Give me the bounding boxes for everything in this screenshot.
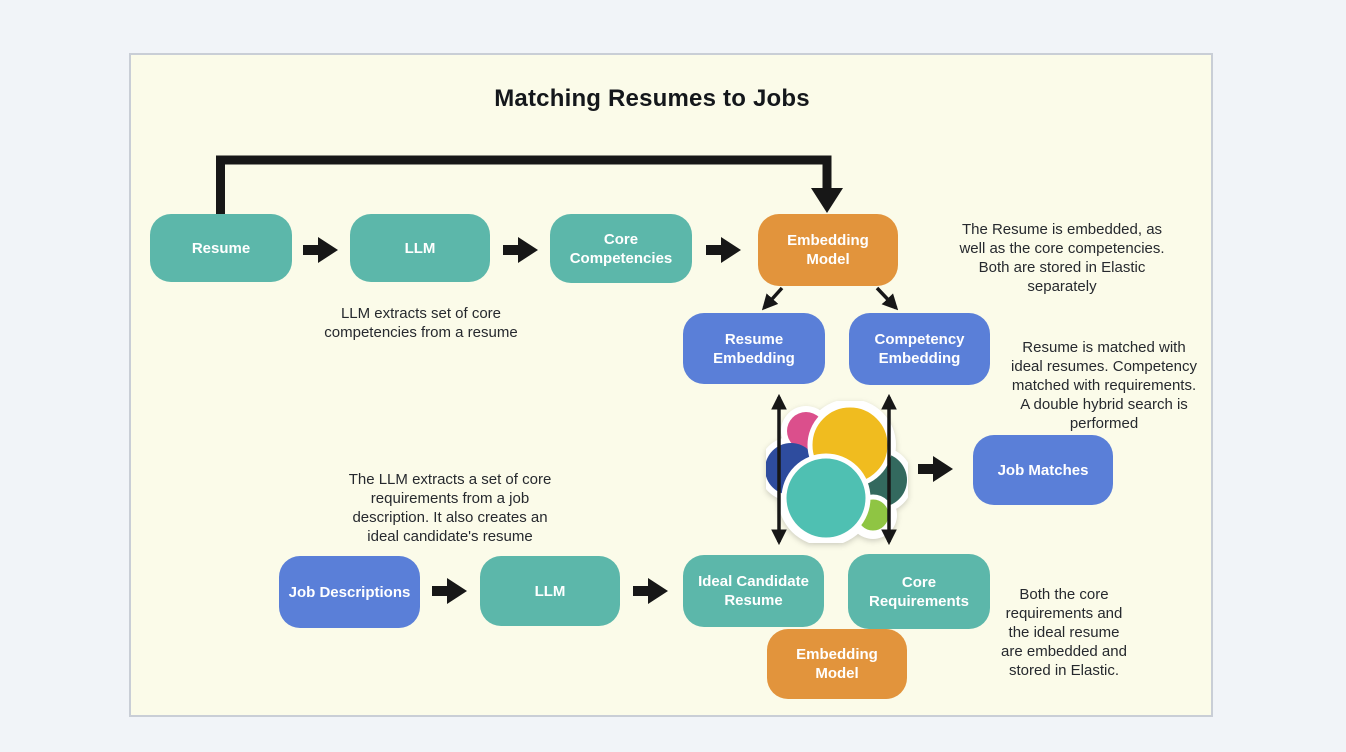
node-llm-bottom: LLM bbox=[480, 556, 620, 626]
node-llm-top: LLM bbox=[350, 214, 490, 282]
node-embedding-model-top: Embedding Model bbox=[758, 214, 898, 286]
note-job-llm: The LLM extracts a set of core requireme… bbox=[348, 471, 552, 545]
note-embedding-storage: The Resume is embedded, as well as the c… bbox=[959, 221, 1165, 295]
node-job-matches: Job Matches bbox=[973, 435, 1113, 505]
node-resume: Resume bbox=[150, 214, 292, 282]
note-resume-llm: LLM extracts set of core competencies fr… bbox=[324, 305, 518, 341]
diagram-title: Matching Resumes to Jobs bbox=[494, 85, 810, 112]
node-embedding-model-bottom: Embedding Model bbox=[767, 629, 907, 699]
node-competency-embedding: Competency Embedding bbox=[849, 313, 990, 385]
node-resume-embedding: Resume Embedding bbox=[683, 313, 825, 384]
note-matching: Resume is matched with ideal resumes. Co… bbox=[1011, 339, 1197, 432]
node-job-descriptions: Job Descriptions bbox=[279, 556, 420, 628]
node-ideal-candidate-resume: Ideal Candidate Resume bbox=[683, 555, 824, 627]
node-core-competencies: Core Competencies bbox=[550, 214, 692, 283]
note-bottom-storage: Both the core requirements and the ideal… bbox=[1001, 586, 1127, 679]
node-core-requirements: Core Requirements bbox=[848, 554, 990, 629]
elastic-logo-icon bbox=[766, 401, 908, 543]
